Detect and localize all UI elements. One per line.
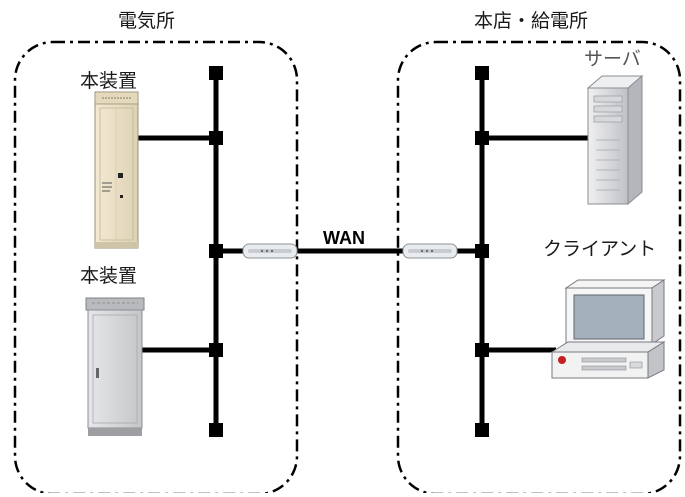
right-router-icon xyxy=(402,243,458,259)
equipment-unit-bottom-icon xyxy=(85,297,145,436)
right-site-title: 本店・給電所 xyxy=(474,10,589,32)
server-label: サーバ xyxy=(584,48,641,70)
server-icon xyxy=(586,74,644,206)
left-router-icon xyxy=(242,243,298,259)
unit-top-label: 本装置 xyxy=(80,70,138,92)
equipment-unit-top-icon xyxy=(94,91,139,249)
left-site-boundary xyxy=(13,40,299,496)
left-site-title: 電気所 xyxy=(118,10,176,32)
left-bus xyxy=(138,66,223,437)
client-pc-icon xyxy=(550,279,666,379)
unit-bottom-label: 本装置 xyxy=(80,265,138,287)
wan-label: WAN xyxy=(323,228,365,248)
client-label: クライアント xyxy=(543,238,657,260)
